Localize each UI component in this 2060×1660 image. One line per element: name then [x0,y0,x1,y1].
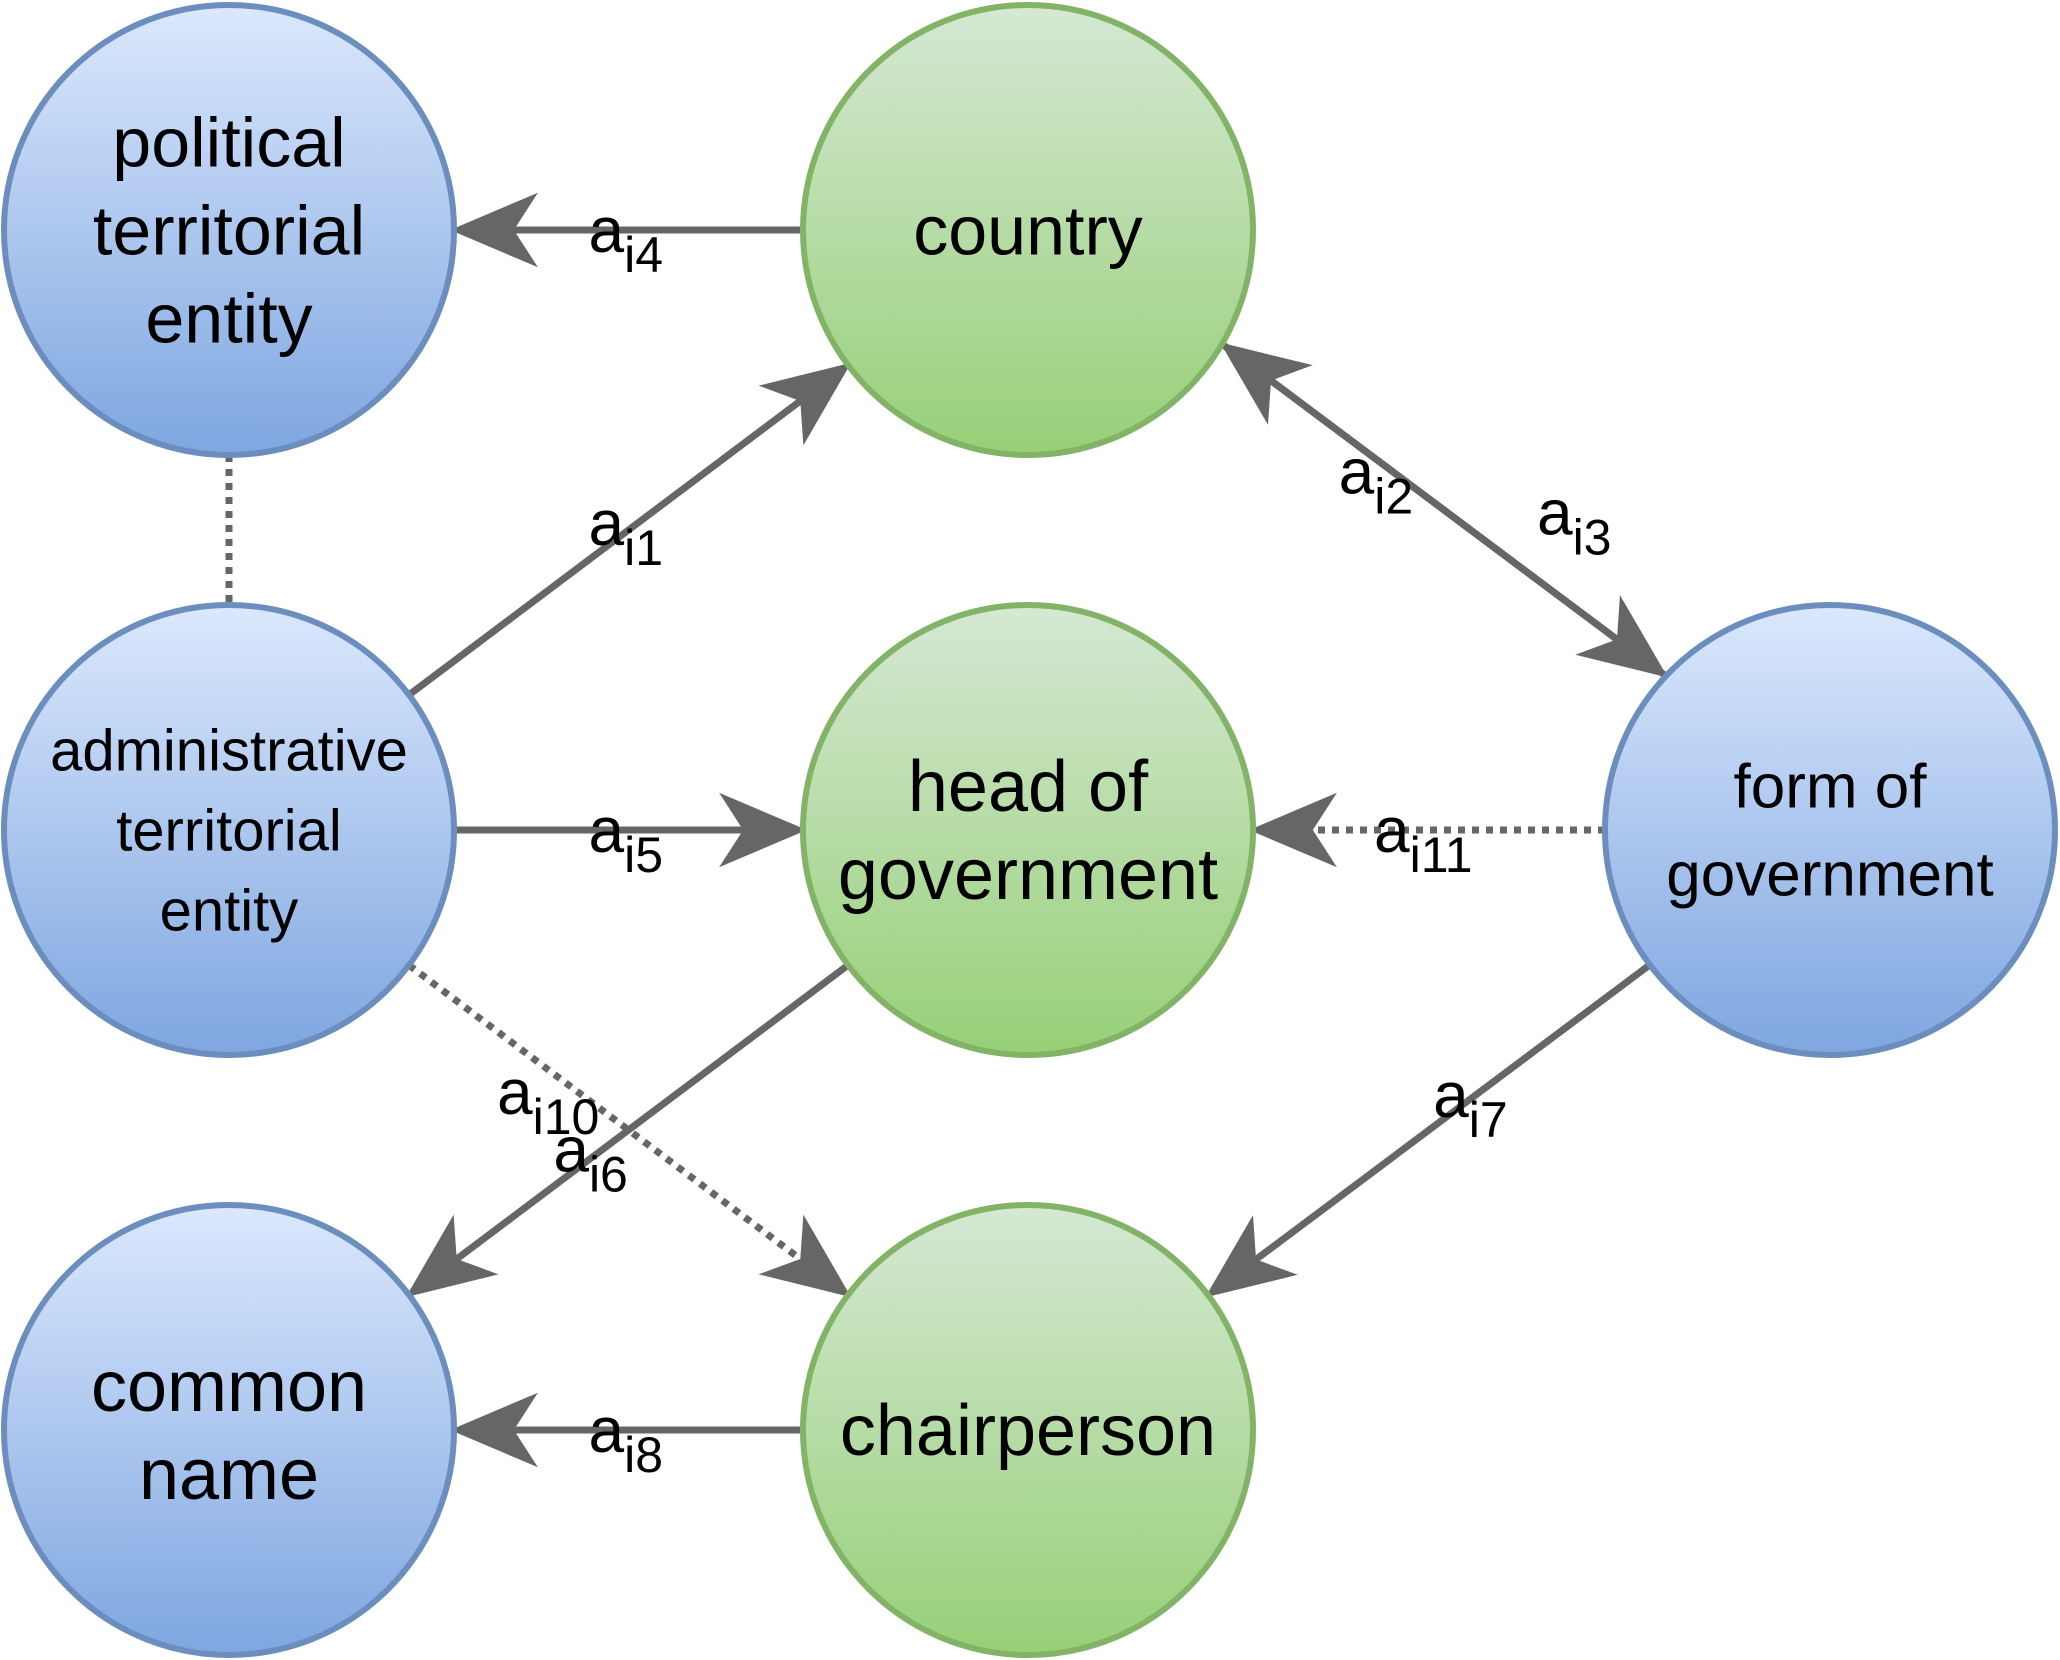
arrowhead-icon [1205,1215,1298,1298]
arrowhead-icon [758,1214,852,1298]
arrowhead-icon [1220,342,1313,425]
node-label-line: administrative [50,718,408,783]
edge-label-ai2: ai2 [1339,436,1414,525]
edge-label-base: a [589,1394,625,1466]
arrowhead-icon [450,192,538,268]
edge-line [406,397,804,698]
node-circle [800,2,1256,458]
edge-label-subscript: i3 [1573,510,1612,566]
node-label-line: territorial [93,192,365,270]
edge-label-base: a [1537,477,1573,549]
arrowhead-icon [758,362,852,446]
arrowhead-icon [405,1214,499,1298]
arrowhead-icon [1249,792,1337,868]
arrowhead-icon [719,792,807,868]
edge-label-base: a [1374,794,1410,866]
edge-label-subscript: i7 [1469,1092,1508,1148]
edge-ai6 [405,962,851,1298]
edge-label-subscript: i6 [589,1146,628,1202]
node-label-line: head of [908,747,1149,827]
edge-label-ai7: ai7 [1433,1059,1508,1148]
edges-layer [225,192,1668,1468]
edge-label-ai5: ai5 [589,794,664,883]
edge-label-subscript: i10 [533,1089,600,1145]
node-label-line: territorial [116,798,342,863]
edge-line [406,962,804,1263]
node-label-line: form of [1734,753,1928,822]
edge-label-subscript: i8 [624,1427,663,1483]
node-political: political territorial entity [1,2,457,458]
edge-label-subscript: i4 [624,227,663,283]
node-label-line: chairperson [840,1391,1216,1471]
edge-label-ai11: ai11 [1374,794,1473,883]
node-label: political territorial entity [93,104,365,358]
edge-label-base: a [553,1113,589,1185]
edge-line [453,962,851,1263]
edge-label-base: a [589,487,625,559]
edge-ai10 [406,962,852,1298]
node-label: form of government [1666,753,1993,910]
edge-line [1267,376,1667,679]
edge-line [1252,961,1652,1264]
node-circle [1,2,457,458]
edge-label-subscript: i5 [624,827,663,883]
edge-label-ai3: ai3 [1537,477,1612,566]
edge-label-base: a [589,794,625,866]
node-circle [1,602,457,1058]
edge-ai4 [450,192,803,268]
edge-ai1 [406,362,852,698]
edge-label-subscript: i2 [1374,469,1413,525]
edge-label-subscript: i11 [1410,827,1473,883]
edge-ai7 [1205,961,1652,1298]
node-label-line: entity [160,878,299,943]
node-label-line: country [913,192,1143,270]
edge-ai11 [1249,792,1605,868]
node-label: chairperson [840,1391,1216,1471]
edge-label-subscript: i1 [624,520,663,576]
edge-label-base: a [1339,436,1375,508]
edge-ai8 [450,1392,803,1468]
node-label: administrative territorial entity [50,718,408,943]
node-chairperson: chairperson [800,1202,1256,1658]
node-circle [1,1202,457,1658]
node-circle [1602,602,2058,1058]
node-label-line: common [91,1347,367,1427]
edge-label-ai10: ai10 [497,1056,599,1145]
node-label-line: government [1666,841,1993,910]
arrowhead-icon [450,1392,538,1468]
edge-label-ai4: ai4 [589,194,664,283]
node-label-line: government [838,835,1218,915]
node-administrative: administrative territorial entity [1,602,457,1058]
edge-label-ai6: ai6 [553,1113,628,1202]
node-label-line: political [112,104,345,182]
edge-label-base: a [497,1056,533,1128]
node-label: country [913,192,1143,270]
edge-label-base: a [1433,1059,1469,1131]
node-form: form of government [1602,602,2058,1058]
node-country: country [800,2,1256,458]
node-label-line: entity [145,280,312,358]
node-label-line: name [139,1435,319,1515]
node-circle [800,1202,1256,1658]
edge-ai5 [454,792,807,868]
edge-label-ai8: ai8 [589,1394,664,1483]
node-circle [800,602,1256,1058]
edge-label-ai1: ai1 [589,487,664,576]
edge-label-base: a [589,194,625,266]
edge-ai3 [1220,342,1667,679]
